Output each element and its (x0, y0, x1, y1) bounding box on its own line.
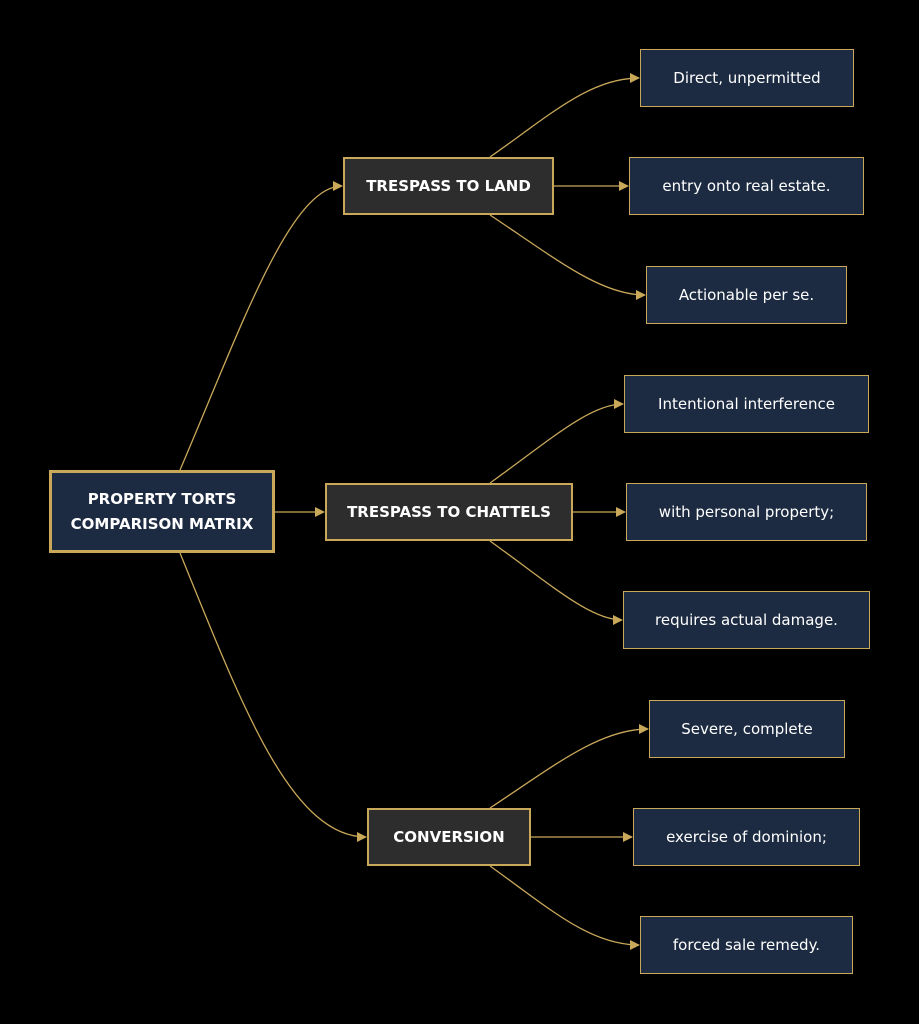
detail-label: entry onto real estate. (662, 177, 831, 195)
edge-conversion-to-detail-1 (489, 724, 649, 809)
edge-conversion-to-detail-3 (489, 865, 640, 950)
detail-node: forced sale remedy. (640, 916, 853, 974)
category-node-conversion: CONVERSION (367, 808, 531, 866)
detail-label: Direct, unpermitted (673, 69, 821, 87)
edge-land-to-detail-1 (489, 73, 640, 158)
detail-node: Severe, complete (649, 700, 845, 758)
detail-label: forced sale remedy. (672, 936, 821, 954)
edge-land-to-detail-3 (489, 214, 646, 300)
root-title-line-1: PROPERTY TORTS (87, 489, 237, 508)
category-label: TRESPASS TO LAND (366, 177, 531, 195)
detail-label: Severe, complete (681, 720, 813, 738)
detail-label: exercise of dominion; (666, 828, 827, 846)
detail-node: with personal property; (626, 483, 867, 541)
detail-node: Intentional interference (624, 375, 869, 433)
root-node-property-torts: PROPERTY TORTS COMPARISON MATRIX (49, 470, 275, 553)
edge-root-to-trespass-to-land (179, 181, 343, 471)
detail-label: Actionable per se. (678, 286, 815, 304)
detail-node: Direct, unpermitted (640, 49, 854, 107)
detail-node: entry onto real estate. (629, 157, 864, 215)
category-node-trespass-to-land: TRESPASS TO LAND (343, 157, 554, 215)
edge-chattels-to-detail-1 (489, 399, 624, 484)
category-label: CONVERSION (393, 828, 505, 846)
detail-label: requires actual damage. (655, 611, 838, 629)
edge-chattels-to-detail-3 (489, 540, 623, 625)
detail-node: exercise of dominion; (633, 808, 860, 866)
category-node-trespass-to-chattels: TRESPASS TO CHATTELS (325, 483, 573, 541)
category-label: TRESPASS TO CHATTELS (347, 503, 551, 521)
detail-node: requires actual damage. (623, 591, 870, 649)
edge-root-to-conversion (179, 552, 367, 842)
detail-node: Actionable per se. (646, 266, 847, 324)
detail-label: with personal property; (658, 503, 835, 521)
detail-label: Intentional interference (658, 395, 835, 413)
root-title-line-2: COMPARISON MATRIX (70, 514, 254, 533)
